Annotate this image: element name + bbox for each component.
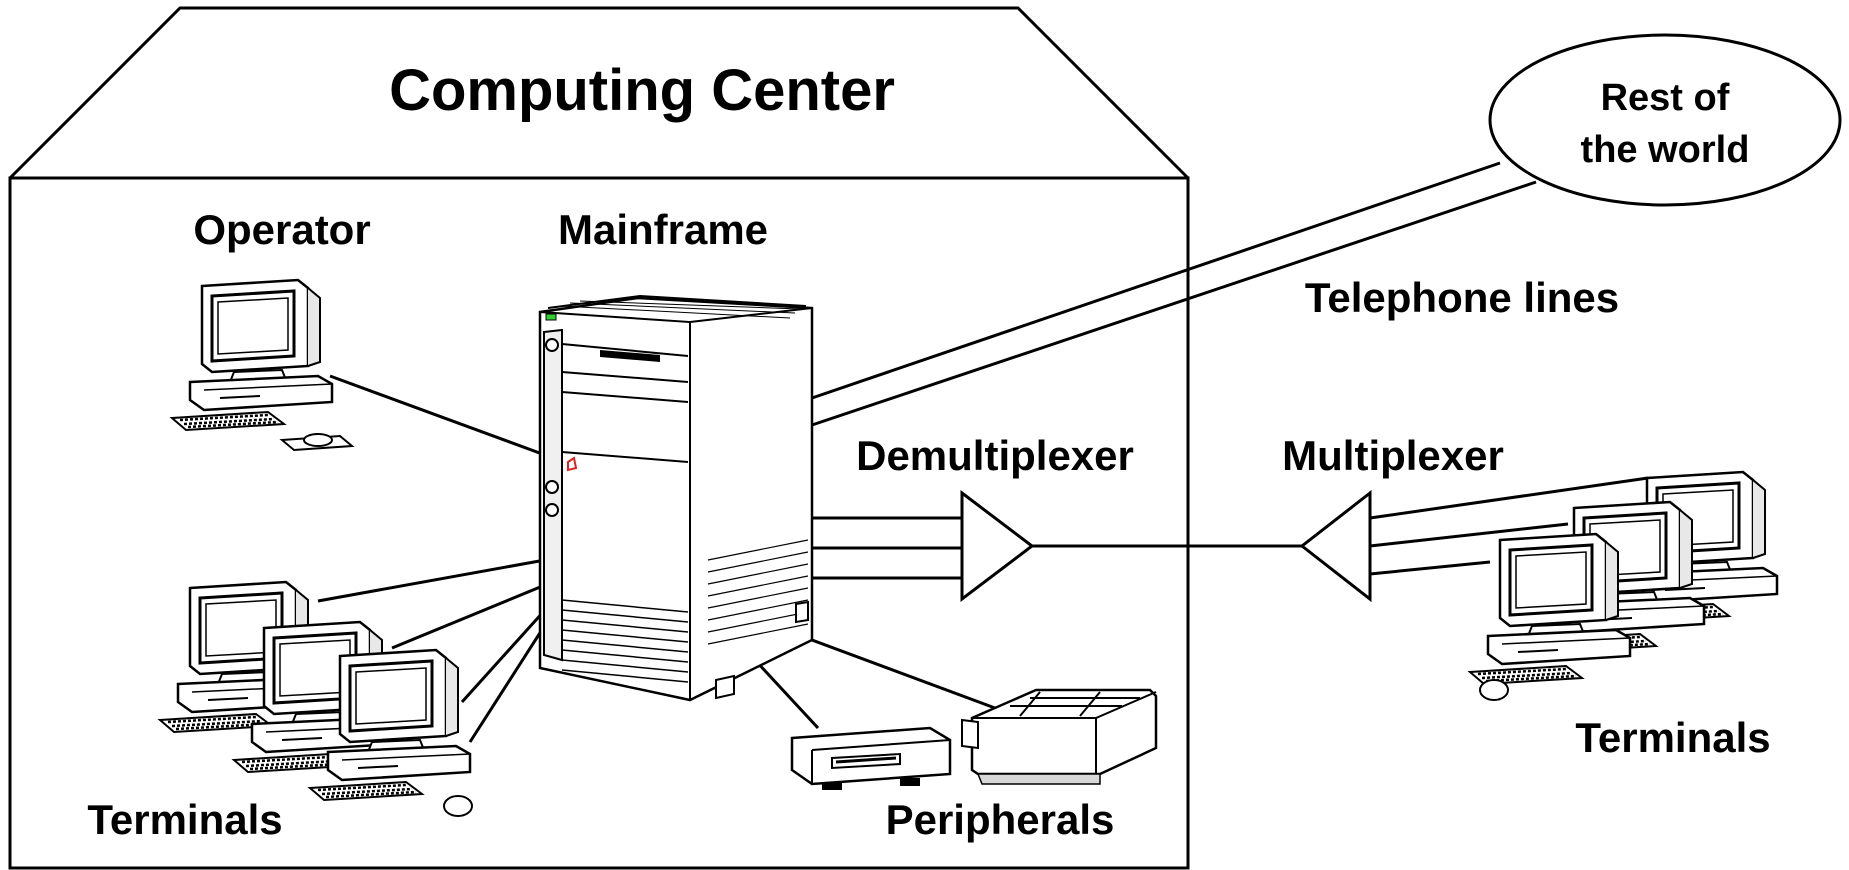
printer-icon [961, 688, 1158, 785]
operator-computer-icon [170, 278, 355, 452]
telephone-lines [811, 161, 1537, 427]
terminals-inside-label: Terminals [87, 796, 282, 843]
tape-drive-icon [790, 726, 952, 790]
multiplexer-label: Multiplexer [1282, 432, 1504, 479]
rest-of-world-oval: Rest of the world [1488, 33, 1842, 207]
terminal-icon [1468, 532, 1632, 686]
operator-label: Operator [193, 206, 370, 253]
terminals-outside-group [1468, 470, 1779, 701]
computing-center-building [8, 6, 1190, 870]
connection-lines [317, 374, 1649, 743]
peripherals-group [790, 688, 1158, 790]
rest-of-world-line1: Rest of [1601, 77, 1730, 119]
rest-of-world-line2: the world [1581, 129, 1750, 171]
terminals-inside-group [158, 580, 473, 817]
terminals-outside-label: Terminals [1575, 714, 1770, 761]
mouse-icon [1479, 679, 1509, 701]
telephone-lines-label: Telephone lines [1305, 274, 1619, 321]
status-light-icon [567, 456, 578, 472]
mainframe-label: Mainframe [558, 206, 768, 253]
multiplexer-icon [1299, 489, 1372, 603]
demultiplexer-icon [960, 489, 1035, 603]
power-indicator-icon [545, 313, 557, 321]
mouse-icon [443, 795, 473, 817]
demultiplexer-label: Demultiplexer [856, 432, 1134, 479]
building-title: Computing Center [389, 58, 895, 123]
mainframe-icon [538, 294, 814, 702]
peripherals-label: Peripherals [886, 796, 1115, 843]
